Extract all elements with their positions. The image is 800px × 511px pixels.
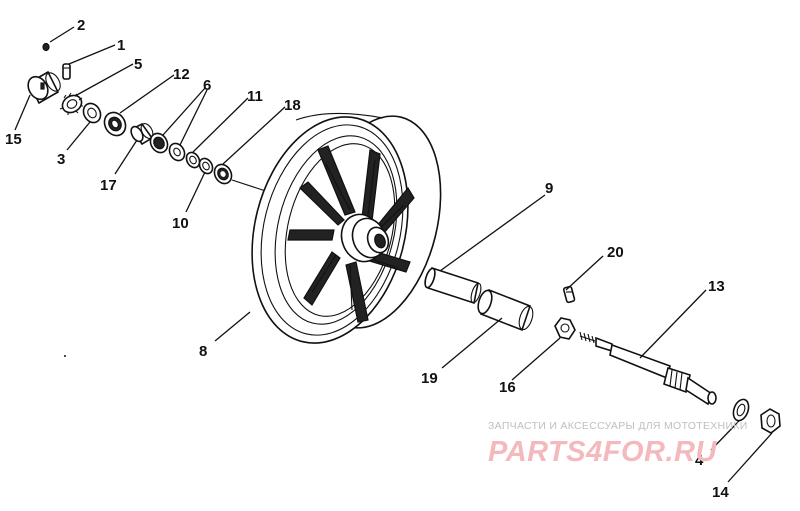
stray-dot	[64, 355, 66, 357]
callout-17: 17	[100, 177, 117, 194]
part-4-washer	[732, 398, 750, 422]
part-8-wheel	[231, 112, 442, 344]
callout-5: 5	[134, 56, 142, 73]
leader-lines	[14, 26, 773, 483]
callout-13: 13	[708, 278, 725, 295]
callout-18: 18	[284, 97, 301, 114]
callout-labels: 2 1 5 12 6 11 18 15 3 17 10 9 20 13 8 19…	[5, 17, 729, 501]
callout-14: 14	[712, 484, 729, 501]
part-11-washer	[185, 151, 201, 169]
part-2-small-ball	[42, 42, 50, 52]
callout-9: 9	[545, 180, 553, 197]
callout-6: 6	[203, 77, 211, 94]
part-10-washer	[198, 157, 214, 175]
part-3-washer	[82, 102, 102, 124]
watermark-logo: PARTS4FOR.RU	[488, 436, 717, 468]
callout-8: 8	[199, 343, 207, 360]
wheel-hub	[340, 213, 390, 263]
part-6-bearing-a	[149, 132, 169, 154]
callout-15: 15	[5, 131, 22, 148]
watermark: ЗАПЧАСТИ И АКСЕССУАРЫ ДЛЯ МОТОТЕХНИКИ PA…	[488, 420, 748, 468]
part-12-bearing	[103, 111, 127, 137]
part-16-nut	[554, 317, 576, 340]
callout-4: 4	[695, 452, 704, 469]
callout-11: 11	[247, 88, 263, 105]
callout-20: 20	[607, 244, 624, 261]
wheel-spokes	[287, 145, 415, 323]
callout-2: 2	[77, 17, 85, 34]
part-1-pin	[62, 63, 71, 80]
part-19-spacer	[477, 288, 534, 332]
part-15-collar	[27, 70, 61, 105]
part-20-cotter	[562, 285, 576, 304]
callout-12: 12	[173, 66, 190, 83]
callout-19: 19	[421, 370, 438, 387]
part-13-axle	[579, 331, 717, 406]
watermark-caption: ЗАПЧАСТИ И АКСЕССУАРЫ ДЛЯ МОТОТЕХНИКИ	[488, 420, 748, 432]
part-14-nut	[760, 408, 781, 434]
callout-10: 10	[172, 215, 189, 232]
callout-1: 1	[117, 37, 125, 54]
callout-3: 3	[57, 151, 65, 168]
part-9-sleeve	[424, 266, 482, 305]
part-5-gear	[59, 92, 83, 115]
callout-16: 16	[499, 379, 516, 396]
part-18-seal	[213, 163, 233, 185]
part-6-bearing-b	[168, 142, 186, 162]
